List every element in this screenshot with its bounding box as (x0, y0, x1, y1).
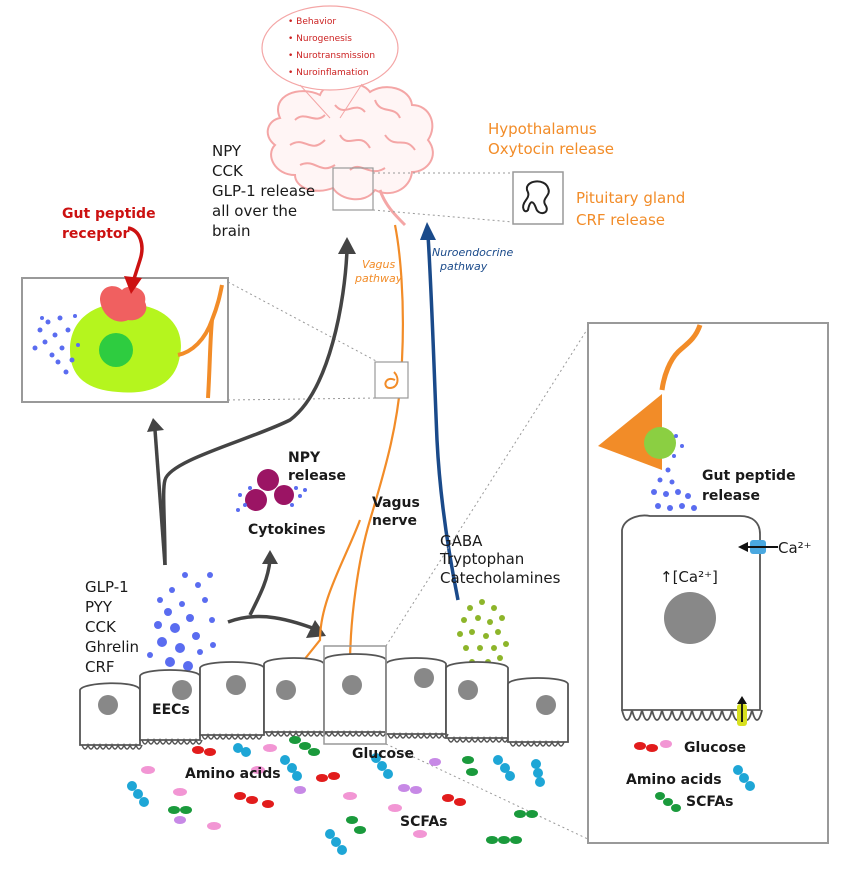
cytokines-cluster (236, 469, 307, 512)
neuroactive-3: Catecholamines (440, 569, 561, 587)
microvilli (81, 729, 565, 750)
brain-peptide-5: brain (212, 222, 251, 240)
amino-acids-label: Amino acids (185, 766, 281, 782)
vagus-nerve-line (348, 224, 404, 666)
cell-zoom-box (323, 645, 387, 745)
hormone-5: CRF (85, 658, 115, 676)
gut-peptide-receptor-icon (100, 286, 147, 322)
brain-peptide-3: GLP-1 release (212, 182, 315, 200)
eec-inset (587, 322, 829, 844)
pituitary-label: Pituitary gland (576, 189, 685, 207)
npy-release-1: NPY (288, 450, 321, 466)
signal-arrows (153, 249, 349, 632)
peptide-dots-left (32, 314, 80, 375)
neuron-nucleus (99, 333, 133, 367)
cytokines-label: Cytokines (248, 522, 326, 538)
bubble-line-1: • Behavior (288, 17, 336, 27)
inset-scfas-label: SCFAs (686, 794, 733, 810)
vagus-zoom-box (374, 361, 409, 399)
inset-release-1: Gut peptide (702, 468, 796, 484)
oxytocin-label: Oxytocin release (488, 140, 614, 158)
pituitary-box (512, 171, 564, 225)
receptor-inset (21, 277, 379, 403)
neuroactive-2: Tryptophan (439, 550, 524, 568)
receptor-label-2: receptor (62, 226, 130, 242)
vagus-pathway-label-2: pathway (354, 272, 403, 285)
hormone-3: CCK (85, 618, 117, 636)
brain-zoom-box (332, 167, 374, 211)
brain-effects-bubble: • Behavior • Nurogenesis • Nurotransmiss… (261, 5, 399, 119)
receptor-arrow (127, 226, 144, 283)
pituitary-icon (522, 180, 550, 214)
hormone-4: Ghrelin (85, 638, 139, 656)
npy-release-2: release (288, 468, 346, 484)
brain-illustration (266, 81, 434, 227)
inset-glucose-label: Glucose (684, 740, 746, 756)
bubble-line-4: • Nuroinflamation (288, 68, 369, 78)
epithelium (79, 653, 569, 746)
brain-peptide-4: all over the (212, 202, 297, 220)
hypothalamus-label: Hypothalamus (488, 120, 597, 138)
inset-amino-label: Amino acids (626, 772, 722, 788)
glucose-label: Glucose (352, 746, 414, 762)
vagus-nerve-label-2: nerve (372, 513, 417, 529)
calcium-conc-label: ↑[Ca²⁺] (660, 568, 718, 586)
neuroendocrine-label-2: pathway (439, 260, 488, 273)
vagus-pathway-label-1: Vagus (362, 258, 396, 271)
neuroendocrine-line (426, 234, 460, 601)
nerve-terminal-icon (598, 394, 662, 470)
receptor-label-1: Gut peptide (62, 206, 156, 222)
hormone-dots (147, 572, 216, 679)
scfas-label: SCFAs (400, 814, 447, 830)
nutrients (127, 736, 545, 855)
vagus-nerve-label-1: Vagus (372, 495, 420, 511)
inset-nutrients (634, 740, 755, 812)
vagal-fiber (177, 284, 224, 399)
hormone-1: GLP-1 (85, 578, 129, 596)
neuroendocrine-label-1: Nuroendocrine (432, 246, 514, 259)
inset-nucleus (664, 592, 716, 644)
brain-peptide-2: CCK (212, 162, 244, 180)
calcium-label: Ca²⁺ (778, 539, 812, 557)
neuroactive-1: GABA (440, 532, 483, 550)
crf-release-label: CRF release (576, 211, 665, 229)
eecs-label: EECs (152, 702, 190, 718)
neuroactive-dots (457, 599, 509, 665)
inset-release-2: release (702, 488, 760, 504)
brain-peptide-1: NPY (212, 142, 242, 160)
bubble-line-2: • Nurogenesis (288, 34, 352, 44)
hormone-2: PYY (85, 598, 113, 616)
bubble-line-3: • Nurotransmission (288, 51, 375, 61)
inset-receptor-icon (644, 427, 676, 459)
nuclei (98, 668, 556, 715)
